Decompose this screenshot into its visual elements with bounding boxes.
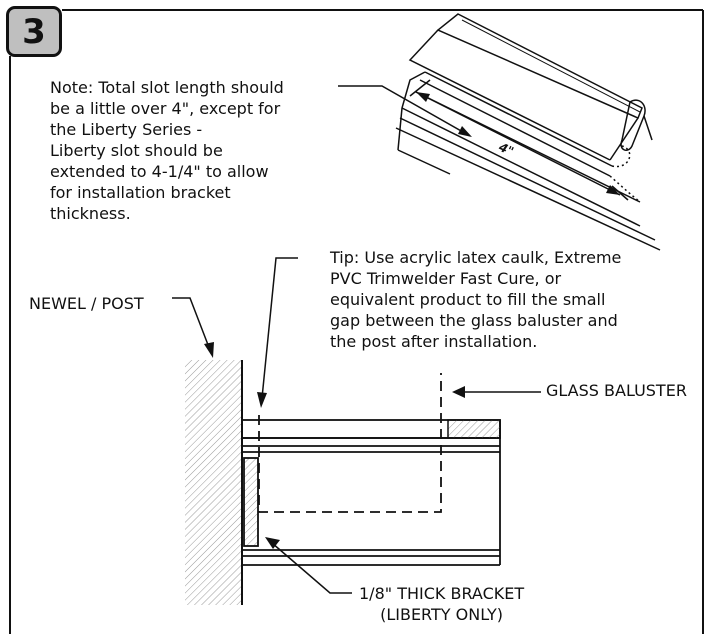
note-line: Note: Total slot length should <box>50 78 284 97</box>
tip-line: gap between the glass baluster and <box>330 311 618 330</box>
tip-line: the post after installation. <box>330 332 538 351</box>
newel-leader <box>172 297 214 358</box>
dimension-label: 4" <box>496 140 516 159</box>
tip-text: Tip: Use acrylic latex caulk, Extreme PV… <box>330 247 621 352</box>
glass-baluster-outline <box>258 373 442 513</box>
rail-isometric-view <box>395 13 661 251</box>
note-line: Liberty slot should be <box>50 141 223 160</box>
note-line: be a little over 4", except for <box>50 99 281 118</box>
bracket <box>243 457 259 547</box>
rail-section <box>241 419 501 566</box>
note-line: thickness. <box>50 204 131 223</box>
tip-line: Tip: Use acrylic latex caulk, Extreme <box>330 248 622 267</box>
bracket-label-line: 1/8" THICK BRACKET <box>359 584 525 603</box>
note-text: Note: Total slot length should be a litt… <box>50 77 284 224</box>
glass-baluster-label: GLASS BALUSTER <box>546 381 687 400</box>
bracket-label-line: (LIBERTY ONLY) <box>380 605 504 624</box>
newel-post-label: NEWEL / POST <box>29 294 144 313</box>
newel-post <box>185 360 243 605</box>
note-leader <box>338 85 472 137</box>
tip-line: PVC Trimwelder Fast Cure, or <box>330 269 562 288</box>
tip-line: equivalent product to fill the small <box>330 290 606 309</box>
tip-leader <box>257 257 298 408</box>
rail-end-cap <box>447 419 501 439</box>
note-line: extended to 4-1/4" to allow <box>50 162 269 181</box>
outer-frame <box>9 9 704 634</box>
glass-leader <box>452 386 541 398</box>
bracket-label: 1/8" THICK BRACKET (LIBERTY ONLY) <box>359 583 524 625</box>
bracket-leader <box>265 537 352 594</box>
note-line: for installation bracket <box>50 183 231 202</box>
step-number-badge: 3 <box>6 6 62 57</box>
note-line: the Liberty Series - <box>50 120 203 139</box>
